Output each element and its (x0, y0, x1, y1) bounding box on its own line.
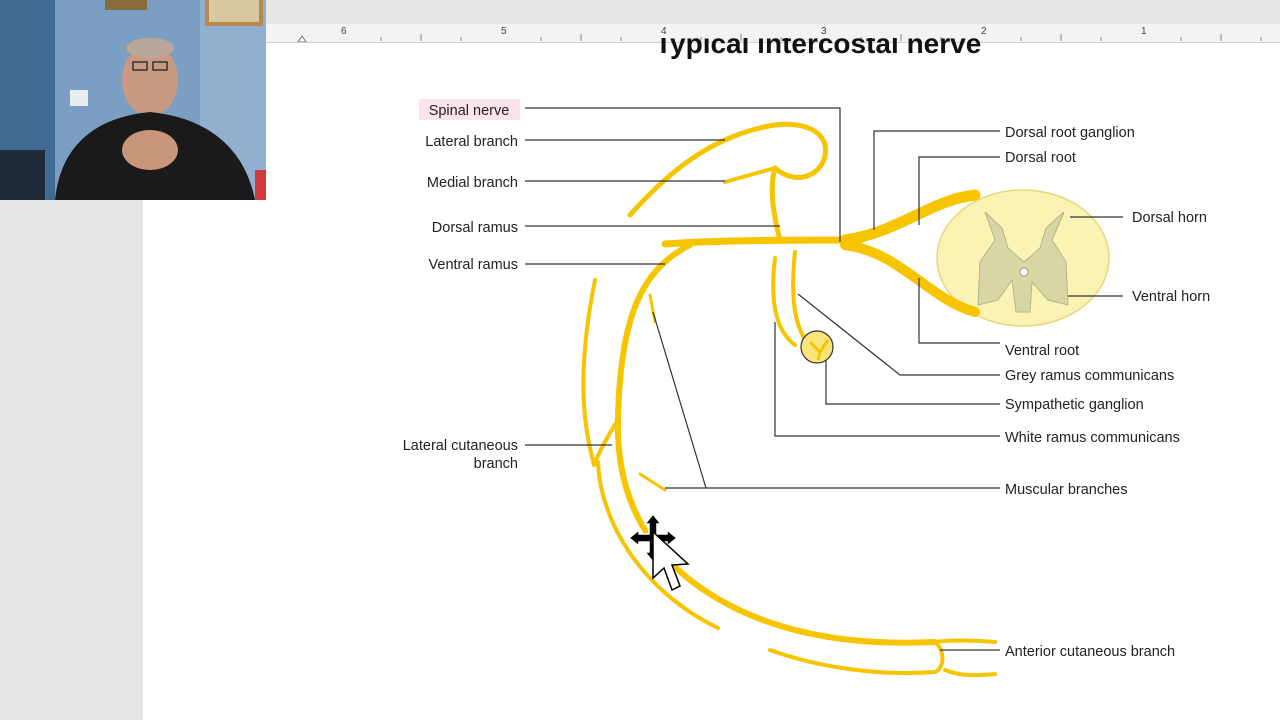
spinal-cord (936, 189, 1110, 327)
label-ventral-root: Ventral root (1005, 343, 1079, 359)
ruler-mark: 4 (661, 26, 667, 37)
label-lateral-cutaneous-line2: branch (474, 456, 518, 472)
ruler-ticks (297, 34, 1262, 42)
label-muscular-branches: Muscular branches (1005, 482, 1128, 498)
leader-lines (525, 107, 1123, 651)
label-anterior-cutaneous: Anterior cutaneous branch (1005, 644, 1175, 660)
label-ventral-horn: Ventral horn (1132, 289, 1210, 305)
ruler-mark: 3 (821, 26, 827, 37)
webcam-video (0, 0, 266, 200)
move-cursor-icon (627, 512, 690, 592)
ganglion-fibers (808, 339, 830, 361)
label-lateral-branch: Lateral branch (425, 134, 518, 150)
page-title: Typical intercostal nerve (655, 28, 982, 59)
label-ventral-ramus: Ventral ramus (429, 257, 518, 273)
label-dorsal-ramus: Dorsal ramus (432, 220, 518, 236)
document-page (143, 0, 1280, 720)
label-sympathetic-ganglion: Sympathetic ganglion (1005, 397, 1144, 413)
indent-marker-icon (297, 35, 307, 42)
ruler-mark: 2 (981, 26, 987, 37)
label-medial-branch: Medial branch (427, 175, 518, 191)
presenter-video-frame (0, 0, 266, 200)
label-spinal-nerve: Spinal nerve (429, 103, 510, 119)
label-dorsal-root-ganglion: Dorsal root ganglion (1005, 125, 1135, 141)
label-grey-ramus: Grey ramus communicans (1005, 368, 1174, 384)
ruler-mark: 1 (1141, 26, 1147, 37)
nerve-pathways (581, 121, 997, 678)
label-white-ramus: White ramus communicans (1005, 430, 1180, 446)
ruler-mark: 5 (501, 26, 507, 37)
label-dorsal-root: Dorsal root (1005, 150, 1076, 166)
spinal-nerve-highlight (419, 99, 520, 120)
ruler-mark: 6 (341, 26, 347, 37)
label-dorsal-horn: Dorsal horn (1132, 210, 1207, 226)
label-lateral-cutaneous-line1: Lateral cutaneous (403, 438, 518, 454)
toolbar-area (266, 0, 1280, 24)
horizontal-ruler[interactable]: 6 5 4 3 2 1 (266, 24, 1280, 43)
